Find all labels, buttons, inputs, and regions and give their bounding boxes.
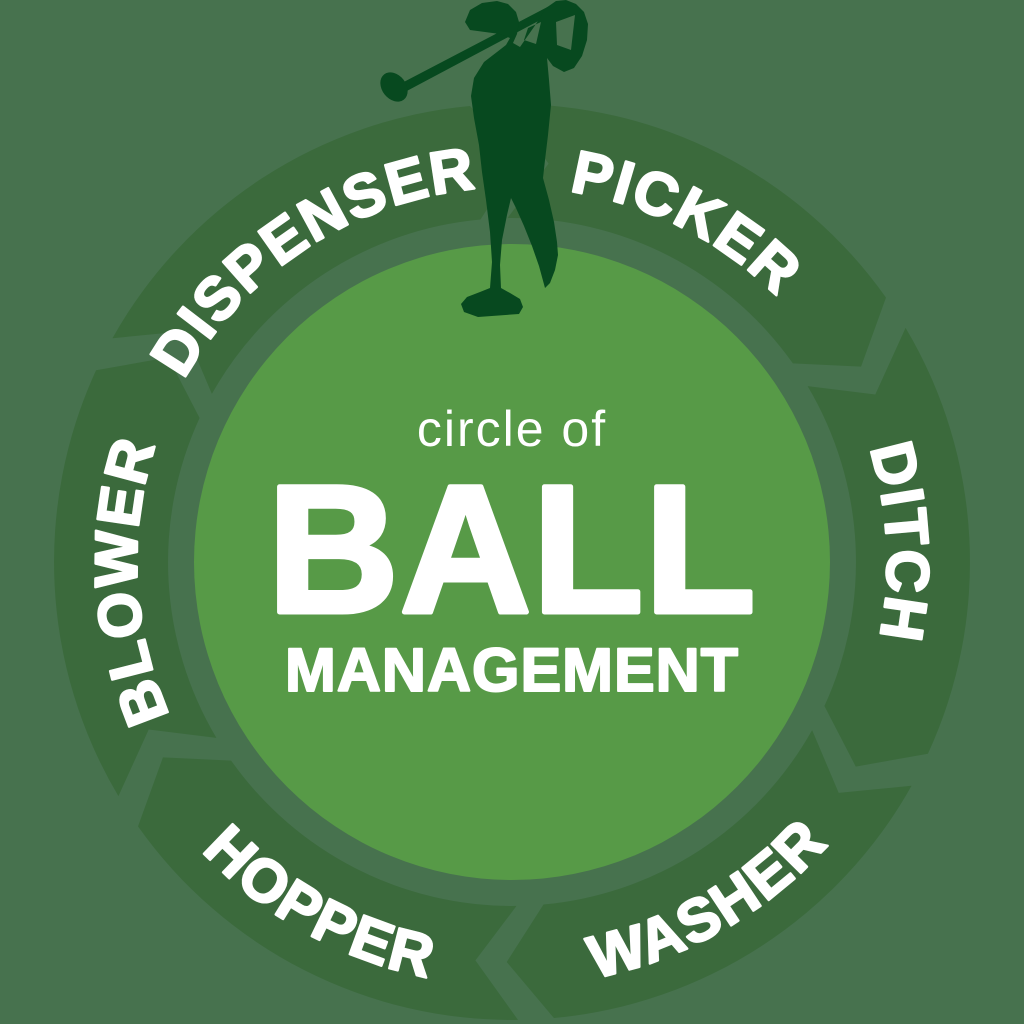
inner-circle <box>194 244 830 880</box>
golfer-silhouette-icon <box>380 0 588 317</box>
center-title: circle of BALL MANAGEMENT <box>265 401 758 705</box>
golfer-body <box>461 0 588 317</box>
golf-club-head <box>380 72 408 102</box>
center-title-main: BALL <box>267 447 756 651</box>
center-title-sub: MANAGEMENT <box>285 636 739 704</box>
center-title-small: circle of <box>417 401 607 457</box>
golf-club-shaft <box>398 2 561 93</box>
